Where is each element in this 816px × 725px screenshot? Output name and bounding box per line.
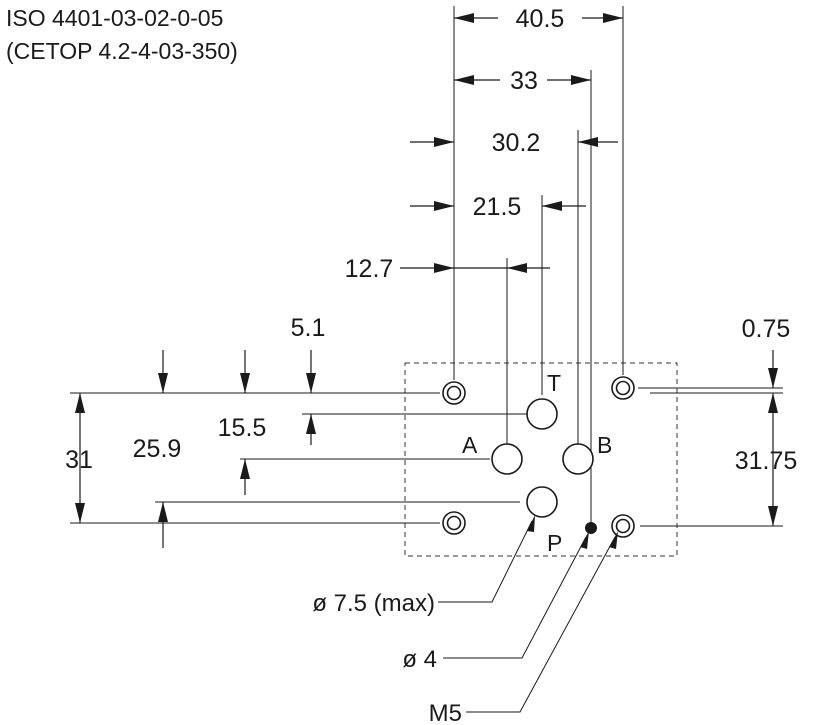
bolt-hole-bottom-left bbox=[442, 511, 466, 535]
dim-12-7: 12.7 bbox=[345, 255, 394, 283]
port-b-label: B bbox=[597, 432, 612, 458]
leader-port-diameter bbox=[438, 520, 533, 603]
leader-pin-diameter bbox=[443, 536, 587, 659]
port-p-label: P bbox=[547, 530, 562, 556]
leader-thread bbox=[466, 536, 616, 713]
port-t-circle bbox=[526, 398, 558, 430]
dim-33: 33 bbox=[510, 67, 538, 95]
port-a-circle bbox=[491, 443, 523, 475]
dim-25-9: 25.9 bbox=[133, 435, 182, 463]
mounting-surface-outline bbox=[404, 362, 678, 557]
dim-0-75: 0.75 bbox=[742, 315, 791, 343]
dim-5-1: 5.1 bbox=[291, 314, 326, 342]
dim-15-5: 15.5 bbox=[218, 414, 267, 442]
dim-40-5: 40.5 bbox=[516, 5, 565, 33]
callout-pin-diameter: ø 4 bbox=[402, 646, 437, 673]
callout-thread: M5 bbox=[429, 700, 462, 725]
dim-31: 31 bbox=[65, 446, 93, 474]
bolt-hole-bottom-right bbox=[611, 514, 635, 538]
bolt-hole-top-left bbox=[442, 381, 466, 405]
port-b-circle bbox=[562, 443, 594, 475]
dim-21-5: 21.5 bbox=[473, 193, 522, 221]
port-t-label: T bbox=[547, 370, 561, 396]
port-a-label: A bbox=[462, 432, 478, 458]
locating-pin bbox=[585, 522, 597, 534]
standard-title: ISO 4401-03-02-0-05 (CETOP 4.2-4-03-350) bbox=[6, 2, 238, 68]
standard-iso-label: ISO 4401-03-02-0-05 bbox=[6, 5, 224, 31]
bolt-hole-top-right bbox=[611, 376, 635, 400]
standard-cetop-label: (CETOP 4.2-4-03-350) bbox=[6, 38, 238, 64]
callout-port-diameter: ø 7.5 (max) bbox=[312, 590, 435, 617]
dim-31-75: 31.75 bbox=[735, 447, 798, 475]
port-p-circle bbox=[526, 486, 558, 518]
dim-30-2: 30.2 bbox=[492, 129, 541, 157]
